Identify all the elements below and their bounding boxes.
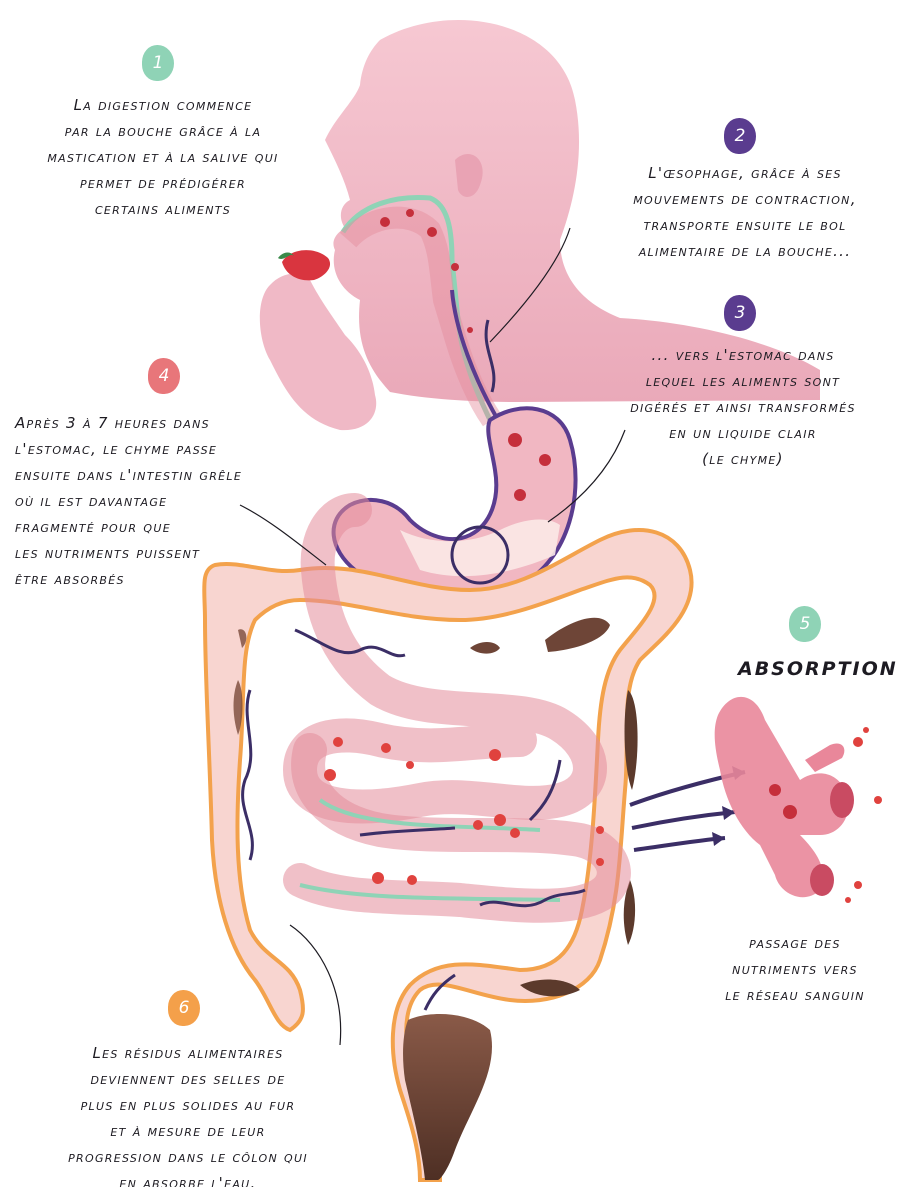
step-4-number: 4 (159, 366, 170, 386)
blood-vessel (715, 697, 882, 903)
step-2-number: 2 (735, 126, 746, 146)
step-1-text: La digestion commence par la bouche grâc… (15, 92, 311, 222)
step-5-number: 5 (800, 614, 811, 634)
step-4-text: Après 3 à 7 heures dans l'estomac, le ch… (15, 410, 305, 592)
step-1-number: 1 (153, 53, 164, 73)
step-6-text: Les résidus alimentaires deviennent des … (40, 1040, 336, 1187)
step-2-text: L'œsophage, grâce à ses mouvements de co… (606, 160, 884, 264)
absorption-heading: ABSORPTION (738, 658, 898, 680)
step-4-badge: 4 (148, 358, 180, 394)
step-3-text: ... vers l'estomac dans lequel les alime… (604, 342, 882, 472)
step-2-badge: 2 (724, 118, 756, 154)
step-3-number: 3 (735, 303, 746, 323)
step-5-badge: 5 (789, 606, 821, 642)
step-1-badge: 1 (142, 45, 174, 81)
step-3-badge: 3 (724, 295, 756, 331)
step-5-text: passage des nutriments vers le réseau sa… (710, 930, 880, 1008)
step-6-badge: 6 (168, 990, 200, 1026)
step-6-number: 6 (179, 998, 190, 1018)
